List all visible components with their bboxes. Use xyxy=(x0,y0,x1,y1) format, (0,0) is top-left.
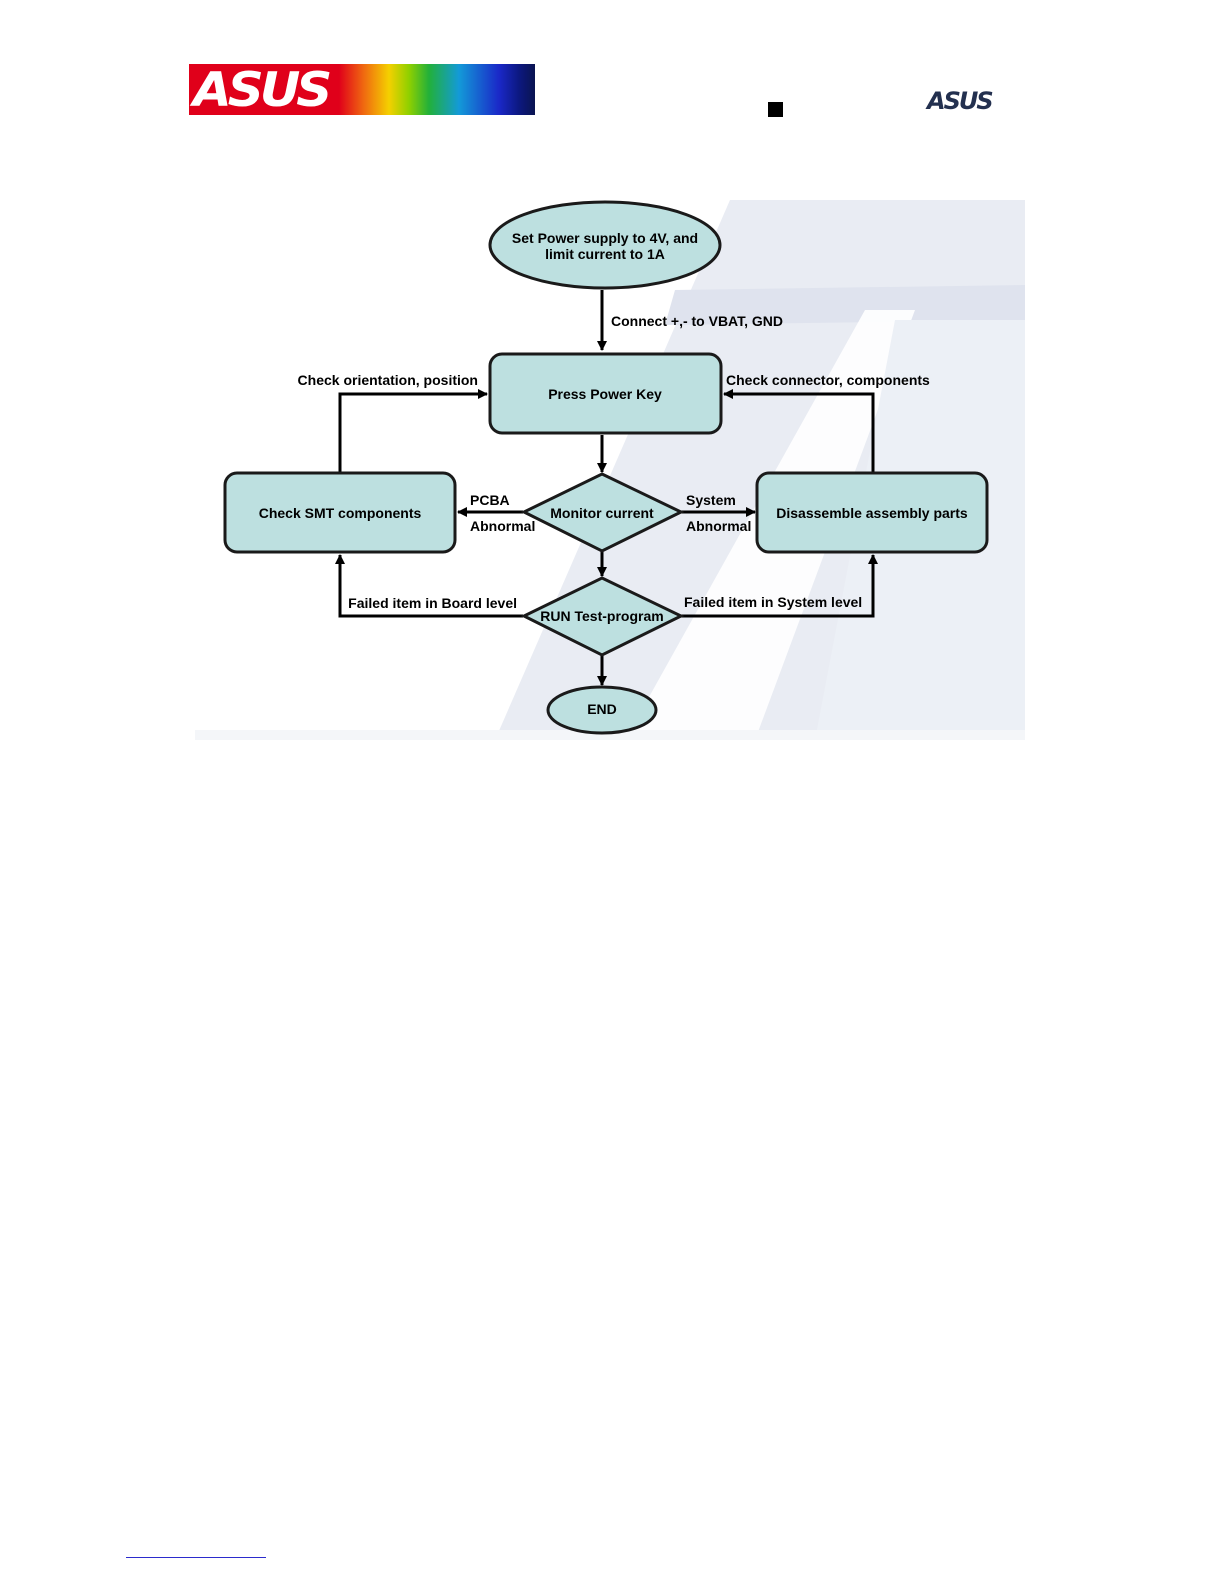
run-test-node xyxy=(520,576,685,657)
monitor-current-label: Monitor current xyxy=(550,505,654,521)
abnormal-left-edge-label: Abnormal xyxy=(470,518,535,534)
press-power-label: Press Power Key xyxy=(548,386,662,402)
start-node-label-line2: limit current to 1A xyxy=(545,246,665,262)
edge-smt-to-press xyxy=(338,389,488,472)
press-power-node xyxy=(488,352,723,435)
check-connector-edge-label: Check connector, components xyxy=(726,372,930,388)
start-node xyxy=(488,200,722,290)
end-node xyxy=(546,685,658,735)
edge-run-to-disassemble xyxy=(681,554,878,618)
check-orientation-edge-label: Check orientation, position xyxy=(298,372,478,388)
asus-banner-logo: ASUS xyxy=(189,64,535,115)
system-edge-label: System xyxy=(686,492,736,508)
nodes xyxy=(223,200,989,735)
check-smt-label: Check SMT components xyxy=(259,505,422,521)
start-node-label-line1: Set Power supply to 4V, and xyxy=(512,230,698,246)
disassemble-label: Disassemble assembly parts xyxy=(776,505,968,521)
monitor-current-node xyxy=(520,472,685,553)
banner-logo-text: ASUS xyxy=(193,64,332,115)
run-test-label: RUN Test-program xyxy=(540,608,663,624)
failed-system-edge-label: Failed item in System level xyxy=(684,594,862,610)
check-smt-node xyxy=(223,471,457,554)
power-on-troubleshooting-flowchart: Set Power supply to 4V, and limit curren… xyxy=(195,200,1025,740)
edges xyxy=(335,290,878,686)
edge-disassemble-to-press xyxy=(723,389,875,472)
end-label: END xyxy=(587,701,617,717)
edge-run-to-smt xyxy=(335,554,523,618)
disassemble-node xyxy=(755,471,989,554)
abnormal-right-edge-label: Abnormal xyxy=(686,518,751,534)
failed-board-edge-label: Failed item in Board level xyxy=(348,595,517,611)
footer-link-underline xyxy=(126,1557,266,1558)
pcba-edge-label: PCBA xyxy=(470,492,510,508)
square-bullet-icon xyxy=(768,102,783,117)
asus-small-logo: ASUS xyxy=(927,87,994,115)
connect-edge-label: Connect +,- to VBAT, GND xyxy=(611,313,783,329)
